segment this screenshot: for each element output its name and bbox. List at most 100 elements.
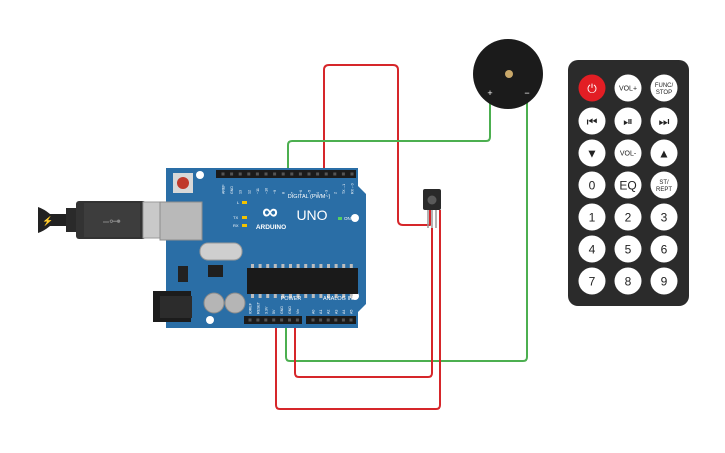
chip-leg	[258, 264, 262, 268]
red-wire-signal[interactable]	[323, 64, 431, 226]
remote-button[interactable]: 5	[614, 235, 642, 263]
remote-button[interactable]: VOL-	[614, 139, 642, 167]
remote-button[interactable]: 9	[650, 267, 678, 295]
chip-leg	[281, 294, 285, 298]
mounting-hole	[196, 171, 204, 179]
pin-label: A1	[319, 310, 323, 314]
header-pin[interactable]	[341, 172, 345, 176]
remote-button[interactable]: ⏻	[578, 74, 606, 102]
remote-button[interactable]: 1	[578, 203, 606, 231]
header-pin[interactable]	[248, 318, 252, 322]
remote-button-label: 6	[661, 242, 668, 256]
ir-receiver-sensor[interactable]	[423, 189, 441, 228]
header-pin[interactable]	[316, 172, 320, 176]
chip-leg	[273, 264, 277, 268]
header-pin[interactable]	[247, 172, 251, 176]
remote-button[interactable]: ⏯	[614, 107, 642, 135]
dc-jack-front	[160, 296, 192, 318]
remote-button-label: VOL-	[620, 151, 637, 158]
remote-button[interactable]: 0	[578, 171, 606, 199]
remote-button-face	[650, 203, 678, 231]
header-pin[interactable]	[326, 318, 330, 322]
arduino-model-label: UNO	[296, 207, 327, 223]
remote-button[interactable]: 6	[650, 235, 678, 263]
remote-button[interactable]: 2	[614, 203, 642, 231]
header-pin[interactable]	[319, 318, 323, 322]
header-pin[interactable]	[272, 318, 276, 322]
header-pin[interactable]	[290, 172, 294, 176]
chip-pins-top	[251, 264, 353, 268]
ir-receiver-lens	[427, 195, 437, 205]
remote-button[interactable]: EQ	[614, 171, 642, 199]
remote-button[interactable]: ⏮	[578, 107, 606, 135]
remote-button[interactable]: ▲	[650, 139, 678, 167]
reset-button[interactable]	[177, 177, 189, 189]
remote-button[interactable]: 8	[614, 267, 642, 295]
remote-button[interactable]: ▼	[578, 139, 606, 167]
remote-button[interactable]: ⏭	[650, 107, 678, 135]
remote-button-label: 8	[625, 274, 632, 288]
header-pin[interactable]	[264, 172, 268, 176]
on-led	[338, 217, 342, 220]
remote-button-face	[578, 107, 606, 135]
header-pin[interactable]	[238, 172, 242, 176]
header-pin[interactable]	[324, 172, 328, 176]
header-pin[interactable]	[298, 172, 302, 176]
chip-leg	[349, 294, 353, 298]
header-pin[interactable]	[230, 172, 234, 176]
pin-label: RESET	[256, 301, 260, 314]
green-wire-buzzer-signal[interactable]	[287, 97, 491, 177]
capacitor	[224, 292, 246, 314]
pin-label: GND	[230, 186, 234, 194]
header-pin[interactable]	[333, 172, 337, 176]
header-pin[interactable]	[295, 318, 299, 322]
header-pin[interactable]	[311, 318, 315, 322]
chip-leg	[319, 264, 323, 268]
pin-label: RX←0	[351, 183, 355, 194]
remote-button[interactable]: ST/REPT	[650, 171, 678, 199]
header-pin[interactable]	[255, 172, 259, 176]
header-pin[interactable]	[256, 318, 260, 322]
remote-button[interactable]: 3	[650, 203, 678, 231]
rx-led	[242, 224, 247, 227]
usb-cable-body	[66, 208, 76, 232]
header-pin[interactable]	[288, 318, 291, 322]
pin-label: 3.3V	[264, 306, 268, 314]
header-pin[interactable]	[349, 318, 353, 322]
chip-leg	[311, 264, 315, 268]
chip-leg	[266, 294, 270, 298]
header-pin[interactable]	[350, 172, 354, 176]
remote-button-face	[578, 235, 606, 263]
remote-button-label: STOP	[656, 90, 672, 96]
header-pin[interactable]	[341, 318, 345, 322]
chip-small	[208, 265, 223, 277]
header-pin[interactable]	[264, 318, 268, 322]
pin-label: TX→1	[342, 184, 346, 194]
remote-button[interactable]: FUNC/STOP	[650, 74, 678, 102]
red-wire-ir-ground[interactable]	[294, 228, 433, 378]
analog-header	[306, 316, 356, 324]
red-wire-ir-power[interactable]	[275, 210, 441, 410]
header-pin[interactable]	[221, 172, 225, 176]
capacitor	[203, 292, 225, 314]
pin-label: ~5	[308, 190, 312, 194]
tx-led	[242, 216, 247, 219]
usb-icon: ⎯⊶	[103, 214, 121, 228]
header-pin[interactable]	[280, 318, 284, 322]
remote-button[interactable]: 4	[578, 235, 606, 263]
header-pin[interactable]	[334, 318, 338, 322]
piezo-buzzer[interactable]: + −	[473, 39, 543, 109]
remote-button[interactable]: VOL+	[614, 74, 642, 102]
header-pin[interactable]	[307, 172, 311, 176]
header-pin[interactable]	[281, 172, 285, 176]
remote-button[interactable]: 7	[578, 267, 606, 295]
mounting-hole	[206, 316, 214, 324]
green-wire-buzzer-ground[interactable]	[285, 95, 528, 362]
analog-header-pins	[311, 318, 353, 322]
header-pin[interactable]	[273, 172, 277, 176]
usb-cable-strain-relief	[38, 207, 70, 233]
digital-pwm-label: DIGITAL (PWM~)	[288, 194, 331, 200]
